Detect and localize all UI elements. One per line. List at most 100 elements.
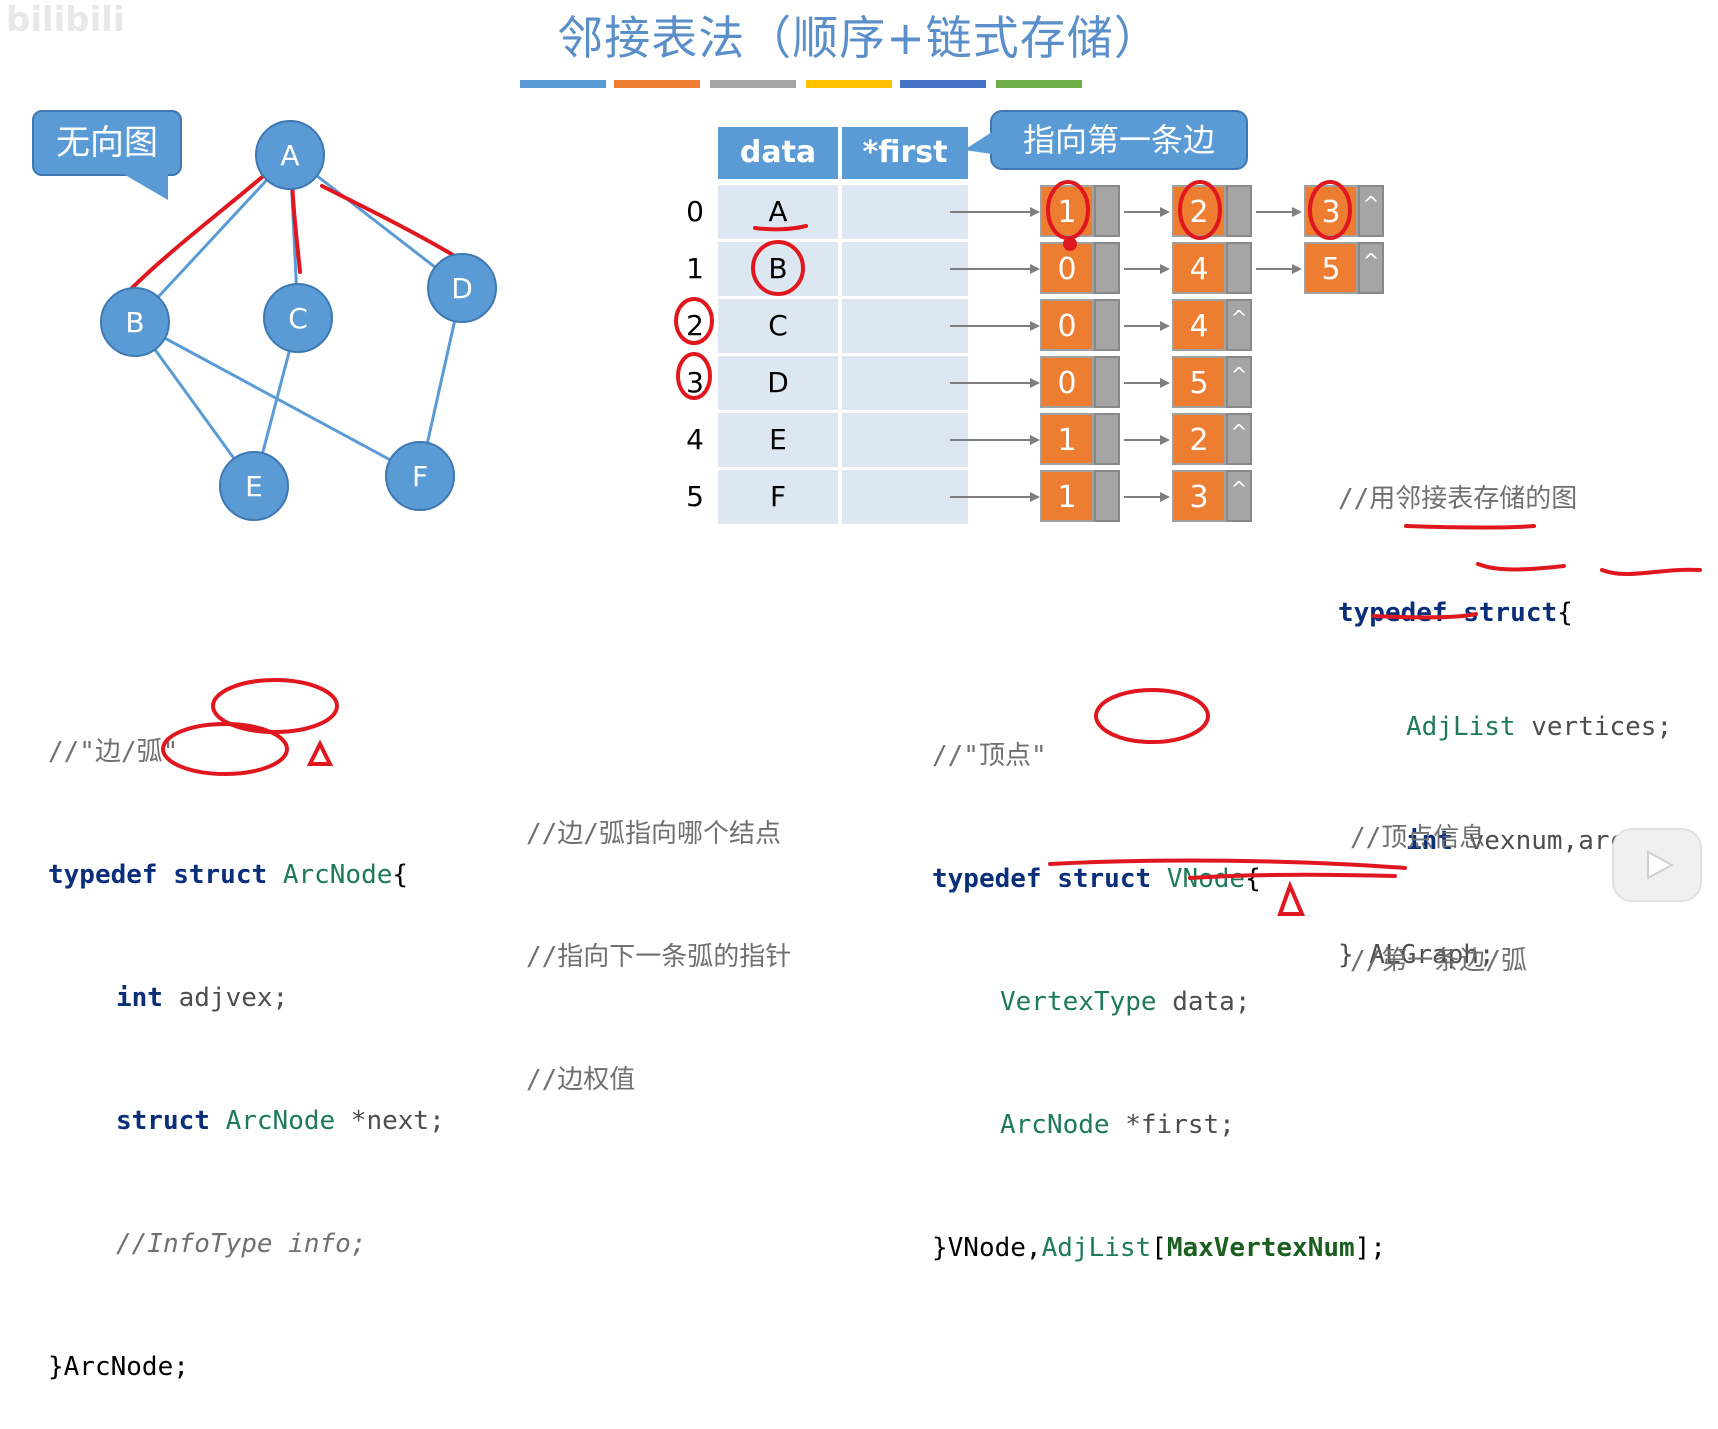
annotation-circle xyxy=(1046,180,1090,240)
pointer-arrow xyxy=(1124,378,1170,388)
first-pointer-cell xyxy=(842,185,968,239)
arc-node-next: ^ xyxy=(1358,242,1384,294)
code-comment: //指向下一条弧的指针 xyxy=(526,942,792,972)
arc-node-adjvex: 5 xyxy=(1172,356,1226,408)
annotation-stroke xyxy=(1188,872,1397,880)
arc-node-adjvex: 0 xyxy=(1040,356,1094,408)
pointer-arrow xyxy=(1124,264,1170,274)
vertex-data-cell: F xyxy=(718,470,838,524)
vertex-data-cell: E xyxy=(718,413,838,467)
title-bar-segment xyxy=(996,80,1082,88)
play-badge[interactable] xyxy=(1612,828,1702,902)
pointer-arrow xyxy=(1124,435,1170,445)
red-annotations xyxy=(128,170,460,292)
code-line: typedef struct VNode{ xyxy=(932,864,1261,894)
annotation-stroke xyxy=(753,224,808,232)
annotation-stroke xyxy=(290,180,302,274)
pointer-arrow xyxy=(950,264,1040,274)
arc-node-next: ^ xyxy=(1358,185,1384,237)
red-annotations-table xyxy=(674,180,1352,400)
first-edge-callout: 指向第一条边 xyxy=(990,110,1248,170)
annotation-stroke xyxy=(320,184,460,260)
code-comment: //"顶点" xyxy=(932,741,1047,771)
arc-node-adjvex: 3 xyxy=(1172,470,1226,522)
arc-node-adjvex: 1 xyxy=(1040,470,1094,522)
annotation-circle xyxy=(161,722,289,776)
pointer-arrow xyxy=(1124,321,1170,331)
code-line: int vexnum,arcnum; xyxy=(1406,826,1688,856)
vertex-d xyxy=(427,253,497,323)
annotation-stroke xyxy=(1476,562,1566,572)
annotation-stroke xyxy=(128,170,270,292)
first-pointer-cell xyxy=(842,413,968,467)
annotation-circle xyxy=(751,240,805,296)
vertex-label: E xyxy=(245,470,263,503)
callout-label: 无向图 xyxy=(56,123,158,163)
arc-node-adjvex: 2 xyxy=(1172,413,1226,465)
graph-diagram: A B C D E F xyxy=(100,120,497,521)
arc-node-next xyxy=(1094,413,1120,465)
code-line: AdjList vertices; xyxy=(1406,712,1673,742)
title-bar-segment xyxy=(710,80,796,88)
play-icon xyxy=(1647,850,1675,880)
pointer-arrow xyxy=(950,207,1040,217)
arc-node-next xyxy=(1226,185,1252,237)
arc-node-next: ^ xyxy=(1226,413,1252,465)
annotation-dot xyxy=(1063,237,1077,251)
vertex-a xyxy=(255,120,325,190)
vertex-c xyxy=(263,283,333,353)
pointer-arrow xyxy=(950,492,1040,502)
vertex-label: A xyxy=(280,139,299,172)
vertex-label: B xyxy=(125,306,144,339)
pointer-arrow xyxy=(950,321,1040,331)
annotation-circle xyxy=(1308,180,1352,240)
arc-node-next xyxy=(1094,470,1120,522)
arc-node-next: ^ xyxy=(1226,299,1252,351)
arc-node-adjvex: 0 xyxy=(1040,299,1094,351)
row-index: 3 xyxy=(686,366,704,399)
bilibili-watermark: bilibili xyxy=(6,0,125,40)
vertex-label: D xyxy=(451,272,473,305)
code-comment: //第一条边/弧 xyxy=(1350,946,1527,976)
code-line: VertexType data; xyxy=(1000,987,1251,1017)
code-line: }ArcNode; xyxy=(48,1352,189,1382)
code-line: struct ArcNode *next; xyxy=(116,1106,445,1136)
code-comment: //顶点信息 xyxy=(1350,823,1486,853)
vertex-data-cell: D xyxy=(718,356,838,410)
vertex-f xyxy=(385,441,455,511)
annotation-circle xyxy=(676,352,712,400)
code-comment: //用邻接表存储的图 xyxy=(1338,484,1578,514)
pointer-arrow xyxy=(950,378,1040,388)
row-index: 4 xyxy=(686,423,704,456)
pointer-arrow xyxy=(1124,207,1170,217)
annotation-stroke xyxy=(1404,524,1536,530)
title-bar-segment xyxy=(520,80,606,88)
first-pointer-cell xyxy=(842,470,968,524)
arc-node-adjvex: 4 xyxy=(1172,299,1226,351)
arc-node-next: ^ xyxy=(1226,356,1252,408)
row-index: 5 xyxy=(686,480,704,513)
callout-tail xyxy=(120,172,168,200)
code-line: //InfoType info; xyxy=(116,1229,367,1259)
arc-node-adjvex: 4 xyxy=(1172,242,1226,294)
arc-node-adjvex: 5 xyxy=(1304,242,1358,294)
code-comment: //边/弧指向哪个结点 xyxy=(526,819,781,849)
vertex-label: C xyxy=(288,302,308,335)
annotation-circle xyxy=(674,297,714,345)
row-index: 1 xyxy=(686,252,704,285)
pointer-arrow xyxy=(1256,264,1302,274)
annotation-circle xyxy=(1094,688,1210,744)
annotation-stroke xyxy=(1048,858,1407,870)
title-bar-segment xyxy=(614,80,700,88)
vertex-labels: A B C D E F xyxy=(125,139,472,503)
red-annotations-vnode xyxy=(1048,688,1407,916)
arc-node-next xyxy=(1226,242,1252,294)
title-bar-segment xyxy=(900,80,986,88)
first-pointer-cell xyxy=(842,356,968,410)
arc-node-next xyxy=(1094,299,1120,351)
edge-a-b xyxy=(133,153,292,324)
code-line: ArcNode *first; xyxy=(1000,1110,1235,1140)
code-line: typedef struct{ xyxy=(1338,598,1573,628)
pointer-arrow xyxy=(1124,492,1170,502)
annotation-triangle xyxy=(1277,880,1306,916)
